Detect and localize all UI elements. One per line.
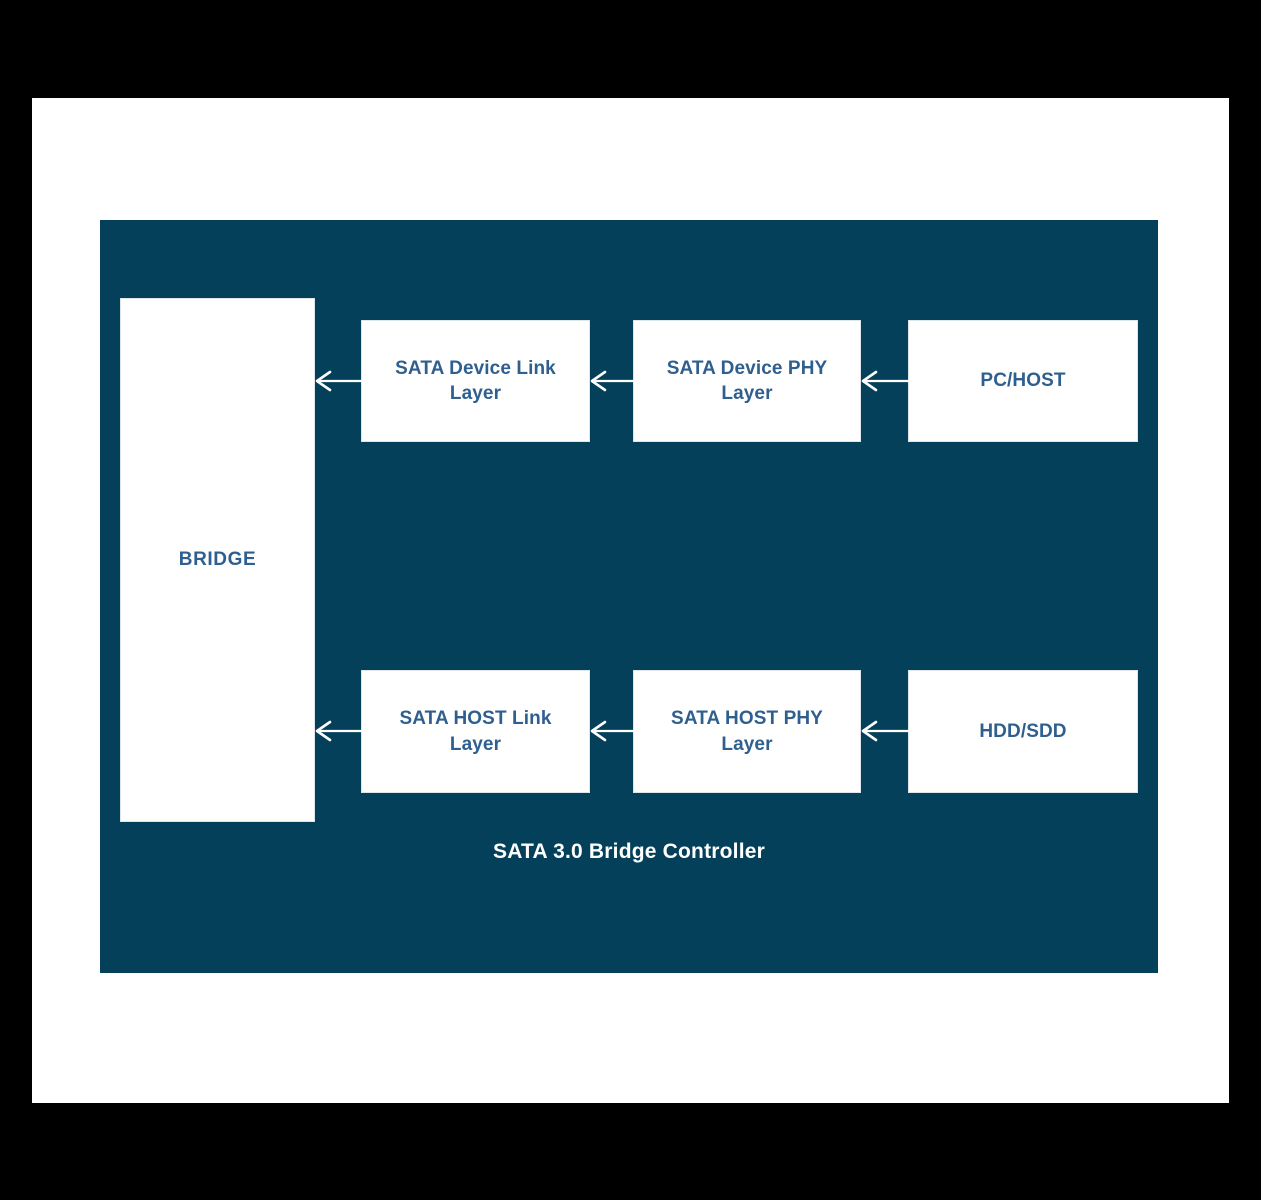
block-bridge-label: BRIDGE	[178, 549, 257, 571]
block-bridge[interactable]: BRIDGE	[120, 298, 315, 822]
arrow-left-icon-hdd-sdd-to-host-phy	[859, 716, 910, 746]
sata-bridge-controller-panel: BRIDGE SATA Device Link Layer SATA Devic…	[100, 220, 1158, 973]
block-hdd-sdd[interactable]: HDD/SDD	[908, 670, 1138, 793]
panel-caption: SATA 3.0 Bridge Controller	[492, 840, 765, 863]
block-sata-device-link-layer[interactable]: SATA Device Link Layer	[361, 320, 590, 442]
arrow-left-icon-pc-host-to-device-phy	[859, 366, 910, 396]
block-sata-host-phy-layer-label: SATA HOST PHY Layer	[671, 708, 823, 755]
arrow-left-icon-host-phy-to-link	[588, 716, 635, 746]
block-hdd-sdd-label: HDD/SDD	[979, 720, 1067, 742]
block-sata-device-phy-layer[interactable]: SATA Device PHY Layer	[633, 320, 861, 442]
page-sheet: BRIDGE SATA Device Link Layer SATA Devic…	[32, 98, 1229, 1103]
block-sata-host-link-layer-label: SATA HOST Link Layer	[399, 708, 552, 755]
block-sata-device-phy-layer-label: SATA Device PHY Layer	[666, 357, 828, 404]
arrow-left-icon-device-phy-to-link	[588, 366, 635, 396]
arrow-left-icon-host-link-to-bridge	[313, 716, 363, 746]
block-sata-host-link-layer[interactable]: SATA HOST Link Layer	[361, 670, 590, 793]
block-pc-host-label: PC/HOST	[980, 370, 1066, 392]
block-sata-device-link-layer-label: SATA Device Link Layer	[395, 357, 556, 404]
arrow-left-icon-device-link-to-bridge	[313, 366, 363, 396]
block-pc-host[interactable]: PC/HOST	[908, 320, 1138, 442]
block-sata-host-phy-layer[interactable]: SATA HOST PHY Layer	[633, 670, 861, 793]
